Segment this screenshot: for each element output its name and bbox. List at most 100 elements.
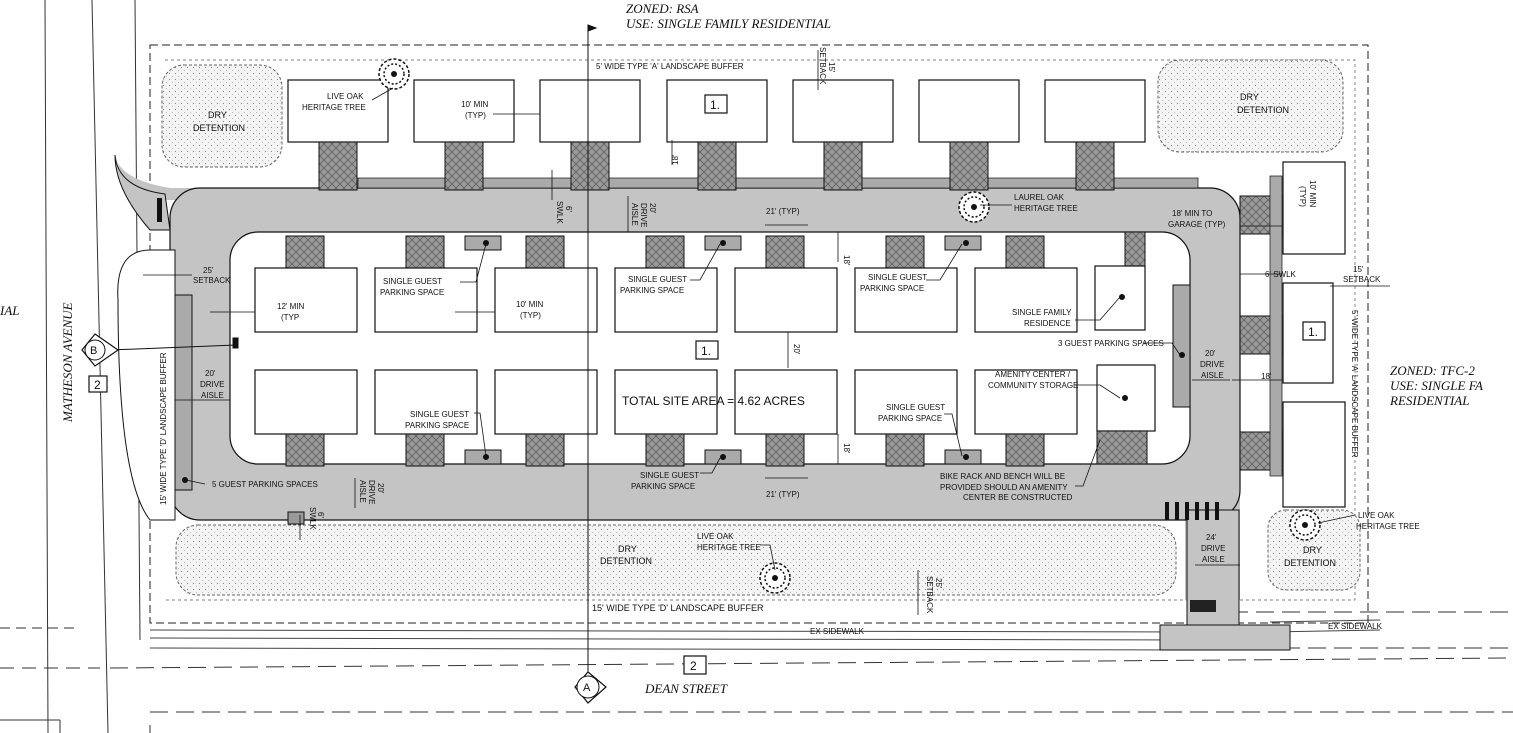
svg-text:EX SIDEWALK: EX SIDEWALK — [810, 627, 865, 636]
home-lot — [614, 267, 718, 333]
heritage-trees — [378, 58, 1321, 594]
south-street: DEAN STREET — [644, 681, 728, 696]
driveway — [444, 141, 484, 191]
home-lot — [918, 79, 1020, 143]
svg-text:DRIVE: DRIVE — [200, 380, 224, 389]
svg-text:PROVIDED SHOULD AN AMENITY: PROVIDED SHOULD AN AMENITY — [940, 483, 1068, 492]
svg-text:20': 20' — [792, 344, 801, 355]
driveway — [1096, 430, 1148, 465]
svg-text:18': 18' — [1261, 372, 1272, 381]
svg-text:20': 20' — [376, 483, 385, 494]
tree-trunk — [391, 71, 397, 77]
svg-text:20': 20' — [648, 203, 657, 214]
svg-text:21' (TYP): 21' (TYP) — [766, 490, 800, 499]
driveway — [949, 141, 989, 191]
svg-text:SINGLE GUEST: SINGLE GUEST — [410, 410, 469, 419]
svg-text:(TYP): (TYP) — [520, 311, 541, 320]
svg-text:DRIVE: DRIVE — [639, 203, 648, 227]
home-lot — [374, 369, 478, 435]
driveway — [1075, 141, 1115, 191]
driveway — [885, 433, 925, 467]
driveway — [525, 433, 565, 467]
tree-canopy — [764, 567, 786, 589]
svg-text:AISLE: AISLE — [1201, 371, 1224, 380]
tree-trunk — [971, 204, 977, 210]
text-layer: ZONED: RSA USE: SINGLE FAMILY RESIDENTIA… — [0, 1, 1483, 696]
svg-text:DETENTION: DETENTION — [1237, 105, 1289, 115]
svg-text:25': 25' — [934, 578, 943, 589]
west-street: MATHESON AVENUE — [60, 302, 75, 423]
dimension-lines — [143, 50, 1390, 615]
callout-2b: 2 — [690, 659, 697, 673]
svg-text:DRY: DRY — [208, 110, 227, 120]
north-use: USE: SINGLE FAMILY RESIDENTIAL — [626, 16, 831, 31]
north-row-homes — [287, 79, 1199, 191]
svg-text:SWLK: SWLK — [308, 507, 317, 530]
svg-text:DETENTION: DETENTION — [600, 556, 652, 566]
home-lot — [1282, 401, 1346, 508]
home-lot — [854, 369, 958, 435]
guest-stall-dots — [182, 240, 1185, 483]
driveway — [285, 433, 325, 467]
callout-boxes — [88, 94, 1326, 675]
svg-text:LIVE OAK: LIVE OAK — [697, 532, 734, 541]
svg-text:6' SWLK: 6' SWLK — [1265, 270, 1297, 279]
driveway — [765, 433, 805, 467]
svg-text:5' WIDE TYPE 'A' LANDSCAPE BUF: 5' WIDE TYPE 'A' LANDSCAPE BUFFER — [596, 62, 744, 71]
driveway — [405, 235, 445, 269]
svg-text:5' WIDE TYPE 'A' LANDSCAPE BUF: 5' WIDE TYPE 'A' LANDSCAPE BUFFER — [1350, 310, 1359, 458]
east-row-homes — [1239, 161, 1346, 508]
home-lot — [614, 369, 718, 435]
svg-text:18' MIN TO: 18' MIN TO — [1172, 209, 1212, 218]
driveway — [885, 235, 925, 269]
driveway — [1005, 433, 1045, 467]
svg-text:6': 6' — [564, 206, 573, 212]
svg-text:6': 6' — [316, 512, 325, 518]
tree-trunk — [772, 575, 778, 581]
callout-1b: 1. — [701, 344, 711, 358]
guest-parking-strips — [174, 284, 1191, 491]
svg-text:10' MIN: 10' MIN — [1308, 180, 1317, 208]
svg-text:(TYP): (TYP) — [1298, 186, 1307, 207]
svg-text:24': 24' — [1206, 533, 1217, 542]
home-lot — [1282, 161, 1346, 255]
svg-text:(TYP: (TYP — [281, 313, 299, 322]
svg-text:LIVE OAK: LIVE OAK — [327, 92, 364, 101]
callout-1c: 1. — [1308, 325, 1318, 339]
svg-text:12' MIN: 12' MIN — [277, 302, 305, 311]
crosswalk — [157, 198, 1219, 520]
svg-text:SINGLE FAMILY: SINGLE FAMILY — [1012, 308, 1072, 317]
driveway — [570, 141, 610, 191]
svg-text:PARKING SPACE: PARKING SPACE — [380, 288, 444, 297]
marker-a: A — [583, 682, 591, 694]
svg-text:SETBACK: SETBACK — [1343, 275, 1381, 284]
total-site-area: TOTAL SITE AREA = 4.62 ACRES — [622, 394, 805, 408]
home-lot — [374, 267, 478, 333]
svg-text:DRY: DRY — [618, 544, 637, 554]
home-lot — [287, 79, 389, 143]
driveway — [318, 141, 358, 191]
driveway — [645, 235, 685, 269]
svg-text:PARKING SPACE: PARKING SPACE — [860, 284, 924, 293]
svg-text:HERITAGE TREE: HERITAGE TREE — [302, 103, 366, 112]
svg-text:20': 20' — [1205, 349, 1216, 358]
driveway — [1005, 235, 1045, 269]
driveway — [285, 235, 325, 269]
svg-text:GARAGE (TYP): GARAGE (TYP) — [1168, 220, 1226, 229]
home-lot — [413, 79, 515, 143]
svg-text:PARKING SPACE: PARKING SPACE — [620, 286, 684, 295]
tree-trunk — [1302, 522, 1308, 528]
home-lot — [254, 369, 358, 435]
west-fragment: IAL — [0, 303, 20, 318]
home-lot — [974, 267, 1078, 333]
svg-text:LAUREL OAK: LAUREL OAK — [1014, 193, 1065, 202]
north-zone: ZONED: RSA — [626, 1, 699, 16]
svg-text:AISLE: AISLE — [630, 203, 639, 226]
home-lot — [494, 369, 598, 435]
svg-text:DRIVE: DRIVE — [1201, 544, 1225, 553]
driveway — [405, 433, 445, 467]
tree-canopy — [1294, 514, 1316, 536]
svg-text:AISLE: AISLE — [201, 391, 224, 400]
svg-text:LIVE OAK: LIVE OAK — [1358, 511, 1395, 520]
leader-lines — [185, 87, 1356, 571]
